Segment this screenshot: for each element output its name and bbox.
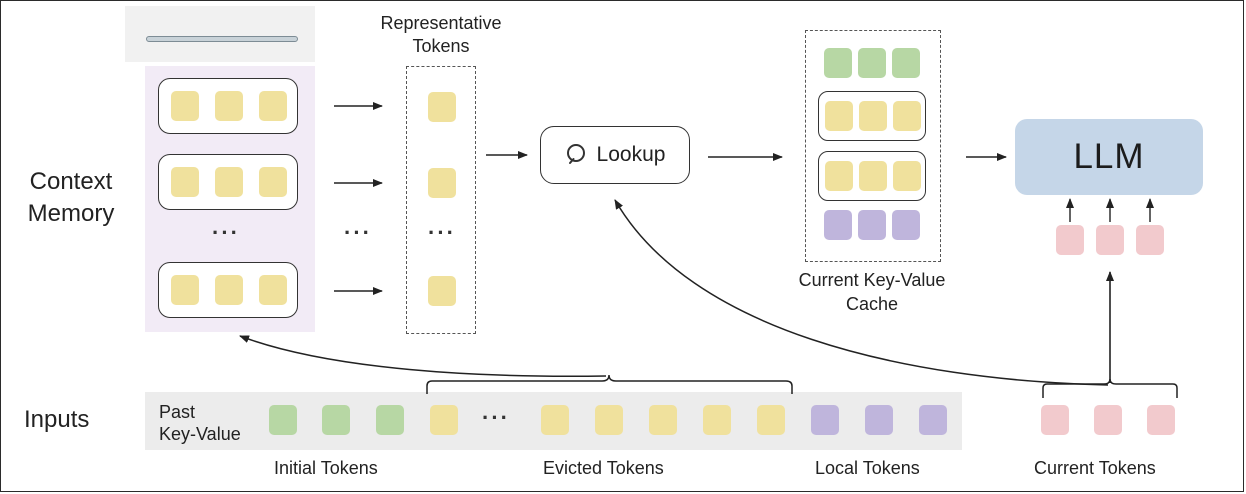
memory-token xyxy=(215,167,243,197)
cache-initial-token xyxy=(892,48,920,78)
representative-tokens-box xyxy=(406,66,476,334)
memory-token xyxy=(171,91,199,121)
kv-cache-label-line2: Cache xyxy=(845,294,899,314)
llm-input-token xyxy=(1096,225,1124,255)
representative-token xyxy=(428,276,456,306)
evicted-token xyxy=(757,405,785,435)
scrap-bar xyxy=(146,36,298,42)
initial-tokens-label: Initial Tokens xyxy=(274,458,378,478)
current-tokens-brace xyxy=(1042,378,1178,398)
cache-retrieved-token xyxy=(825,161,853,191)
memory-token xyxy=(215,91,243,121)
initial-token xyxy=(269,405,297,435)
memory-block-3 xyxy=(158,262,298,318)
arrow-evicted-to-memory xyxy=(239,335,607,378)
representative-token xyxy=(428,168,456,198)
lookup-box: Lookup xyxy=(540,126,690,184)
cache-local-token xyxy=(892,210,920,240)
representative-tokens-label-line1: Representative xyxy=(380,13,502,33)
llm-input-token xyxy=(1136,225,1164,255)
arrow-current-to-lookup xyxy=(614,199,1109,386)
evicted-tokens-brace xyxy=(426,374,793,394)
evicted-ellipsis: ··· xyxy=(482,405,510,430)
memory-block-2 xyxy=(158,154,298,210)
past-kv-label: Past Key-Value xyxy=(159,401,241,445)
representative-tokens-label: Representative Tokens xyxy=(360,12,522,58)
cache-retrieved-token xyxy=(859,101,887,131)
memory-token xyxy=(259,167,287,197)
memory-token xyxy=(171,167,199,197)
evicted-token xyxy=(430,405,458,435)
kv-cache-label-line1: Current Key-Value xyxy=(798,270,946,290)
current-tokens-label: Current Tokens xyxy=(1034,458,1156,478)
llm-box: LLM xyxy=(1015,119,1203,195)
cache-retrieved-block xyxy=(818,151,926,201)
representative-tokens-label-line2: Tokens xyxy=(412,36,470,56)
evicted-token xyxy=(541,405,569,435)
context-memory-label-line2: Memory xyxy=(27,200,115,227)
representative-ellipsis: ··· xyxy=(428,220,456,245)
initial-token xyxy=(322,405,350,435)
evicted-token xyxy=(595,405,623,435)
local-token xyxy=(919,405,947,435)
evicted-token xyxy=(649,405,677,435)
cropped-scrap xyxy=(125,6,315,62)
memory-ellipsis: ··· xyxy=(212,220,240,245)
cache-local-token xyxy=(858,210,886,240)
context-memory-label-line1: Context xyxy=(29,168,113,195)
current-token xyxy=(1041,405,1069,435)
local-token xyxy=(811,405,839,435)
inputs-label: Inputs xyxy=(24,406,90,433)
cache-initial-token xyxy=(858,48,886,78)
kv-cache-box xyxy=(805,30,941,262)
llm-label: LLM xyxy=(1073,137,1145,176)
cache-retrieved-token xyxy=(893,161,921,191)
memory-token xyxy=(215,275,243,305)
cache-initial-token xyxy=(824,48,852,78)
memory-token xyxy=(171,275,199,305)
past-kv-label-line1: Past xyxy=(159,402,196,422)
current-token xyxy=(1147,405,1175,435)
local-token xyxy=(865,405,893,435)
llm-input-token xyxy=(1056,225,1084,255)
representative-token xyxy=(428,92,456,122)
cache-retrieved-token xyxy=(859,161,887,191)
cache-retrieved-token xyxy=(825,101,853,131)
cache-retrieved-block xyxy=(818,91,926,141)
memory-token xyxy=(259,91,287,121)
current-token xyxy=(1094,405,1122,435)
magnifier-icon xyxy=(566,144,585,164)
evicted-token xyxy=(703,405,731,435)
arrow-ellipsis: ··· xyxy=(344,220,372,245)
memory-block-1 xyxy=(158,78,298,134)
kv-cache-label: Current Key-Value Cache xyxy=(772,268,972,316)
lookup-label: Lookup xyxy=(596,143,666,166)
memory-token xyxy=(259,275,287,305)
initial-token xyxy=(376,405,404,435)
cache-retrieved-token xyxy=(893,101,921,131)
local-tokens-label: Local Tokens xyxy=(815,458,920,478)
context-memory-label: Context Memory xyxy=(18,166,124,230)
cache-local-token xyxy=(824,210,852,240)
past-kv-label-line2: Key-Value xyxy=(159,424,241,444)
evicted-tokens-label: Evicted Tokens xyxy=(543,458,664,478)
